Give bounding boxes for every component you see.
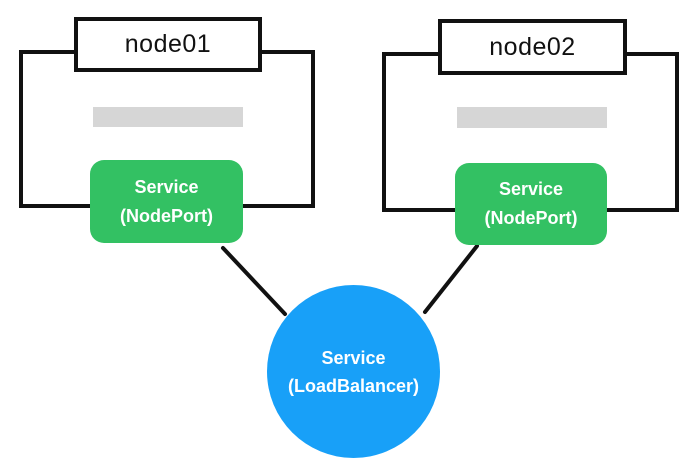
- node02-service-nodeport-line2: (NodePort): [484, 208, 578, 228]
- node01-service-nodeport-line1: Service: [134, 176, 199, 197]
- node01-service-nodeport: Service (NodePort): [90, 160, 243, 243]
- node02-label-text: node02: [489, 32, 576, 61]
- node02-label: node02: [438, 19, 627, 75]
- node01-label: node01: [74, 17, 262, 72]
- connector-line-left: [221, 246, 287, 316]
- node02-service-nodeport-line1: Service: [498, 179, 564, 199]
- node01-service-nodeport-line2: (NodePort): [120, 205, 213, 226]
- connector-line-right: [423, 244, 479, 314]
- node01-label-text: node01: [124, 30, 212, 58]
- service-loadbalancer-line1: Service: [321, 347, 386, 368]
- node02-service-nodeport: Service (NodePort): [455, 163, 607, 245]
- service-loadbalancer-line2: (LoadBalancer): [287, 375, 420, 396]
- node01-pod-placeholder-bar: [93, 107, 243, 127]
- node02-pod-placeholder-bar: [457, 107, 607, 128]
- service-loadbalancer-circle: Service (LoadBalancer): [267, 285, 440, 458]
